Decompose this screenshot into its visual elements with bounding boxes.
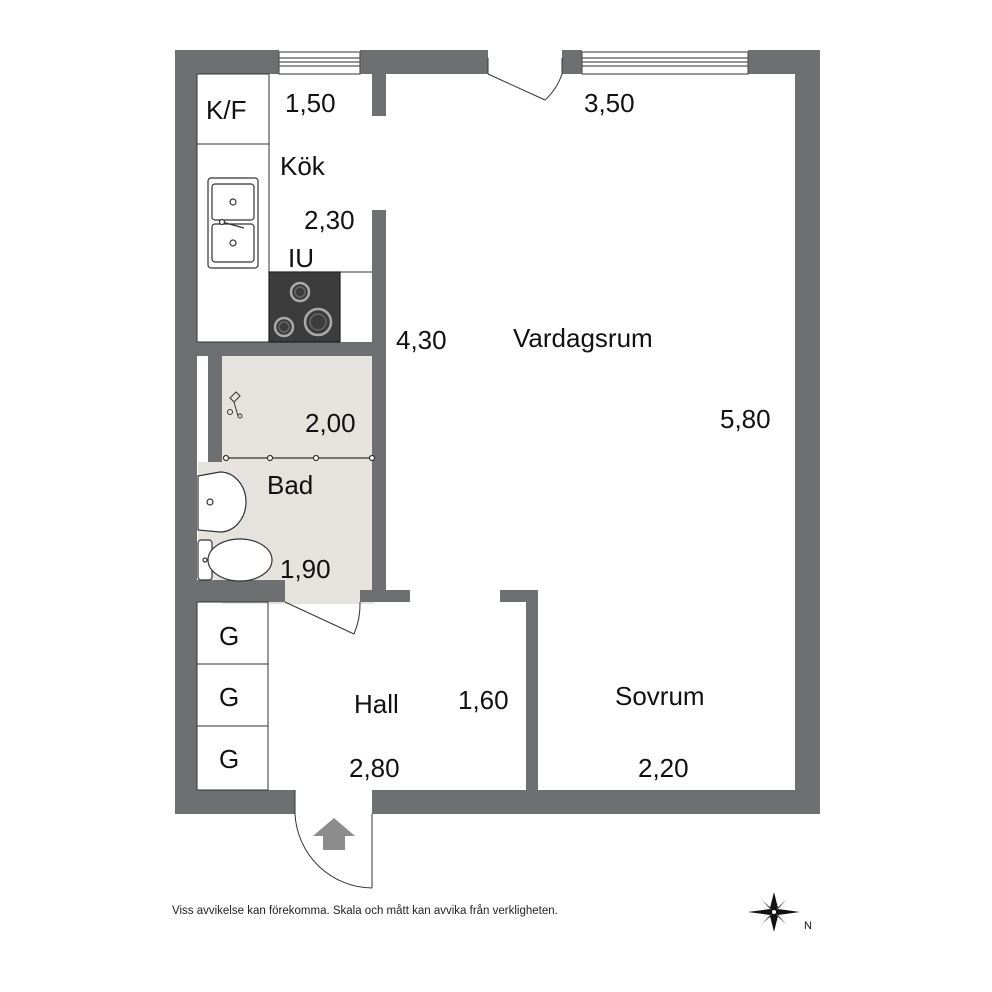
window-living-room [581, 51, 749, 75]
shower-icon [227, 391, 243, 419]
stove-icon [268, 271, 341, 343]
bedroom-width: 2,20 [638, 753, 689, 783]
living-room-label: Vardagsrum [513, 323, 653, 353]
hall-depth: 1,60 [458, 685, 509, 715]
oven-label: IU [288, 243, 314, 273]
bath-depth: 1,90 [280, 554, 331, 584]
hall-width: 2,80 [349, 753, 400, 783]
bathroom-door [284, 601, 361, 635]
window-kitchen [278, 51, 361, 75]
sink-icon [207, 177, 259, 269]
kitchen-width: 1,50 [285, 88, 336, 118]
compass-rose-icon [748, 892, 800, 932]
wardrobe-label-3: G [219, 744, 239, 774]
bedroom-label: Sovrum [615, 681, 705, 711]
balcony-door [487, 58, 563, 101]
hall-label: Hall [354, 689, 399, 719]
bath-label: Bad [267, 470, 313, 500]
entrance-door [294, 790, 373, 889]
kitchen-label: Kök [280, 151, 326, 181]
disclaimer-text: Viss avvikelse kan förekomma. Skala och … [172, 905, 558, 917]
living-side: 5,80 [720, 404, 771, 434]
wardrobe-label-1: G [219, 621, 239, 651]
living-depth: 4,30 [396, 325, 447, 355]
freezer-label: K/F [206, 95, 246, 125]
kitchen-depth: 2,30 [304, 205, 355, 235]
walls [175, 50, 820, 814]
wardrobe-label-2: G [219, 682, 239, 712]
shower-rail [222, 454, 376, 462]
washbasin-icon [197, 471, 247, 533]
entrance-arrow-icon [313, 818, 355, 850]
wardrobes [196, 601, 269, 791]
living-width: 3,50 [584, 88, 635, 118]
compass-north-label: N [804, 920, 812, 932]
toilet-icon [197, 538, 273, 582]
bath-width: 2,00 [305, 408, 356, 438]
